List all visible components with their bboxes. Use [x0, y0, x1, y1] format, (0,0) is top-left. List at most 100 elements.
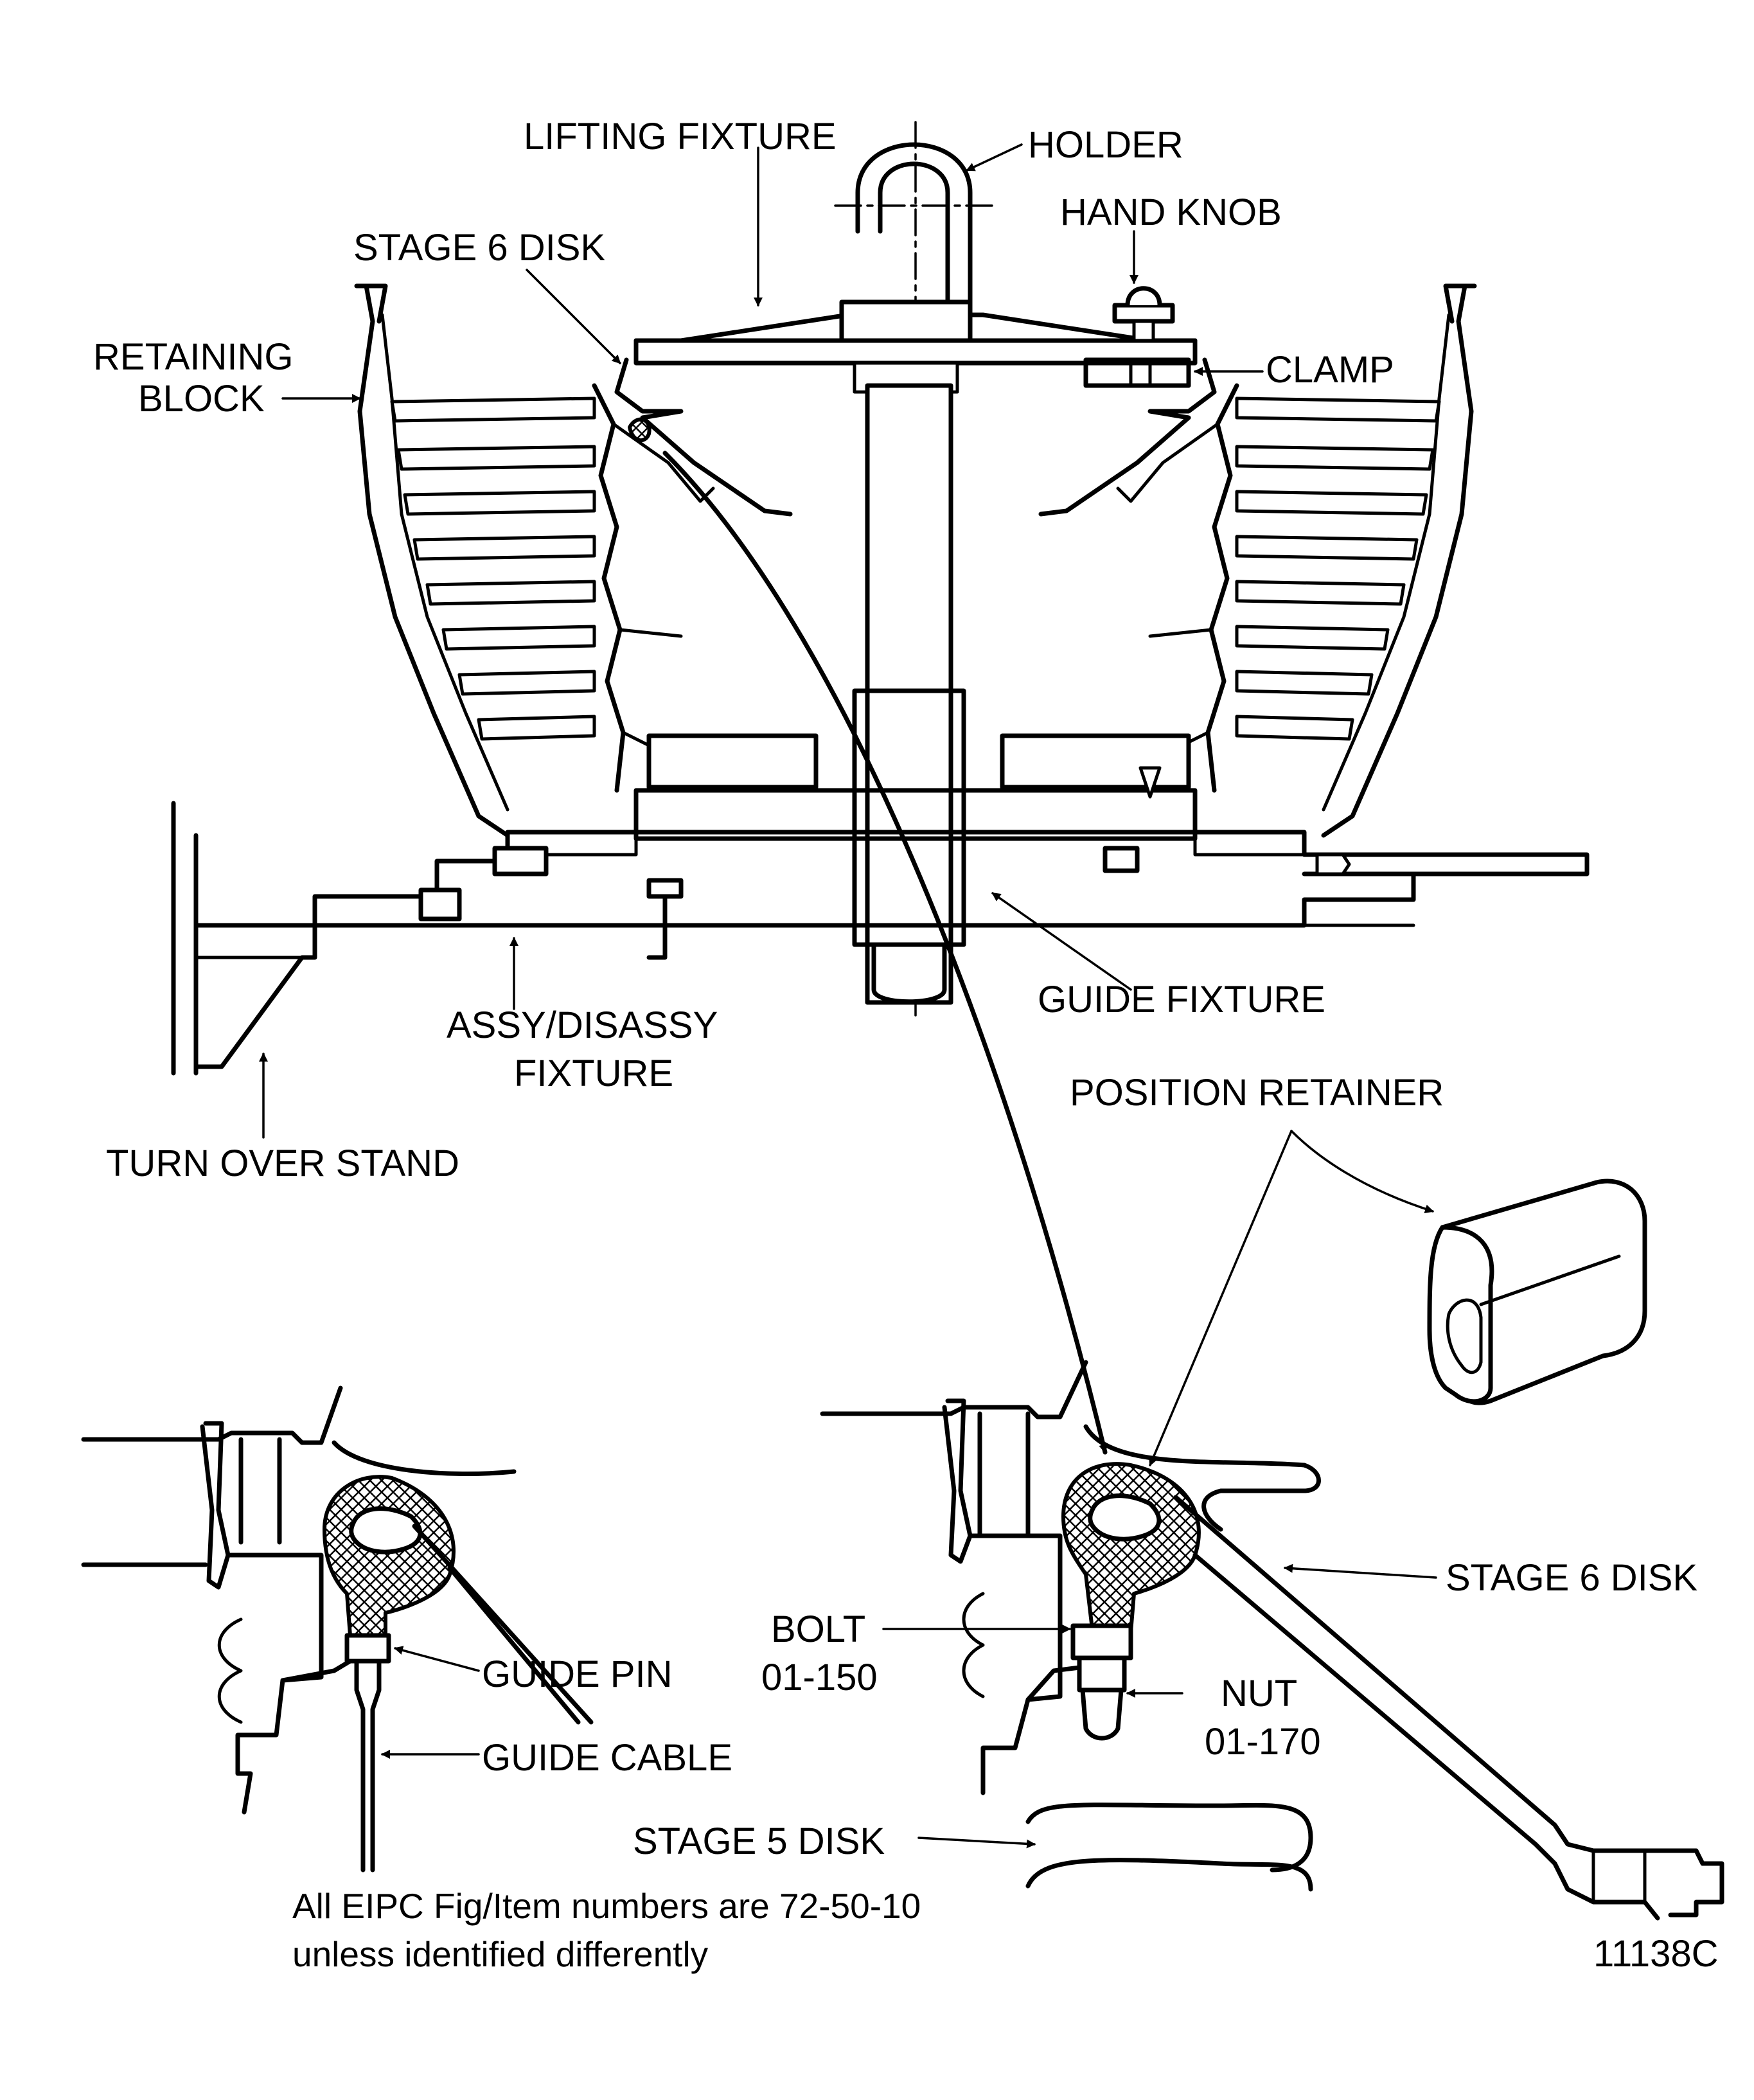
- ld-left-flange: [200, 1421, 231, 1590]
- guide-fixture-sleeve: [852, 688, 966, 947]
- right-disk-webs: [1116, 422, 1219, 747]
- label-position-retainer: POSITION RETAINER: [1070, 1072, 1444, 1114]
- ld-bracket: [280, 1659, 353, 1683]
- fixture-bolt-point: [1138, 766, 1162, 799]
- ld-upper-curve: [332, 1440, 517, 1477]
- right-stage6-web: [1038, 357, 1217, 517]
- lifting-fixture-hub: [839, 299, 973, 343]
- label-nut-1: NUT: [1221, 1673, 1297, 1714]
- figure-id: 11138C: [1593, 1933, 1719, 1975]
- label-turn-over-stand: TURN OVER STAND: [106, 1143, 459, 1184]
- fixture-base-plate: [312, 830, 1590, 928]
- rd-left-flange: [942, 1398, 973, 1564]
- right-case-inner: [1322, 313, 1451, 812]
- right-blade-stack: [1038, 283, 1477, 838]
- left-case-lip: [354, 283, 388, 324]
- rd-stage6-web-steps: [1591, 1849, 1647, 1904]
- leader-position-retainer-part: [1290, 1130, 1434, 1214]
- hand-knob-top: [1112, 303, 1175, 324]
- retainer-block-hole: [1446, 1298, 1483, 1375]
- left-position-retainer: [628, 417, 651, 443]
- leader-holder: [966, 143, 1023, 172]
- leader-guide-fixture: [991, 892, 1132, 991]
- ld-guide-pin-head: [344, 1633, 391, 1664]
- label-retaining-block-1: RETAINING: [93, 336, 294, 378]
- rd-stage6-web: [1173, 1495, 1724, 1918]
- ld-bolt-channel: [238, 1437, 282, 1545]
- label-assy-2: FIXTURE: [514, 1053, 673, 1094]
- label-nut-2: 01-170: [1205, 1721, 1321, 1763]
- rd-upper-curve: [1083, 1424, 1321, 1532]
- retainer-block-face: [1427, 1225, 1494, 1404]
- retainer-edge-line: [1479, 1254, 1621, 1306]
- central-shaft: [865, 383, 953, 1005]
- rd-position-retainer: [1061, 1462, 1201, 1634]
- assy-disassy-fixture: [312, 733, 1590, 960]
- leader-guide-pin: [394, 1646, 480, 1672]
- rd-bolt-head: [1070, 1623, 1133, 1660]
- hand-knob-stem: [1132, 319, 1155, 343]
- fixture-pin-stem: [646, 894, 668, 960]
- left-blades: [390, 396, 596, 741]
- label-bolt-1: BOLT: [771, 1608, 865, 1650]
- rd-nut-lower: [1080, 1687, 1124, 1741]
- fixture-pin-head: [646, 878, 684, 899]
- label-retaining-block-2: BLOCK: [138, 378, 265, 420]
- clamp-bolts: [1129, 358, 1152, 387]
- rd-bolt-channel: [977, 1411, 1031, 1538]
- left-stage6-web: [614, 357, 793, 517]
- hand-knob-dome: [1125, 286, 1162, 308]
- label-lifting-fixture: LIFTING FIXTURE: [524, 116, 837, 157]
- left-blade-stack: [354, 283, 793, 838]
- label-guide-fixture: GUIDE FIXTURE: [1038, 979, 1325, 1020]
- left-case-outer: [357, 283, 510, 838]
- label-stage6-disk-top: STAGE 6 DISK: [353, 227, 605, 269]
- leader-lines: [259, 143, 1437, 1849]
- leader-stage6-detail: [1284, 1563, 1437, 1579]
- label-clamp: CLAMP: [1266, 349, 1394, 391]
- rd-retainer-hole: [1088, 1493, 1162, 1542]
- right-blades: [1235, 396, 1441, 741]
- ld-upper-contour: [81, 1385, 343, 1445]
- leader-position-retainer-detail: [1149, 1130, 1293, 1466]
- rd-lower-waves: [962, 1592, 985, 1698]
- rd-lower-contour: [968, 1533, 1063, 1795]
- leader-stage6-top: [526, 269, 621, 364]
- note-line-1: All EIPC Fig/Item numbers are 72-50-10: [292, 1886, 921, 1926]
- stand-bracket: [193, 923, 317, 1069]
- fixture-right-tip: [1315, 853, 1351, 876]
- rd-stage5-disk-bottom: [1025, 1858, 1313, 1892]
- label-hand-knob: HAND KNOB: [1060, 191, 1282, 233]
- shaft-bottom: [871, 942, 947, 1004]
- right-case-outer: [1321, 283, 1474, 838]
- note-line-2: unless identified differently: [292, 1934, 709, 1974]
- label-stage5-disk: STAGE 5 DISK: [633, 1820, 885, 1862]
- fixture-main-plate: [633, 788, 1198, 841]
- turn-over-stand: [171, 801, 317, 1076]
- fixture-lock-block: [492, 846, 549, 876]
- label-holder: HOLDER: [1028, 124, 1183, 166]
- ld-lower-contour: [226, 1553, 324, 1815]
- label-guide-cable: GUIDE CABLE: [482, 1737, 732, 1779]
- right-detail-view: [820, 1360, 1724, 1921]
- fixture-small-block: [418, 887, 462, 921]
- rd-nut-upper: [1077, 1655, 1127, 1693]
- detail-callout-curve: [662, 450, 1108, 1455]
- clamp-body: [1083, 357, 1191, 388]
- labels: LIFTING FIXTURE HOLDER HAND KNOB STAGE 6…: [93, 116, 1719, 1975]
- label-stage6-disk-detail: STAGE 6 DISK: [1446, 1557, 1697, 1599]
- right-disk-rims: [1205, 383, 1239, 793]
- ld-retainer-hole: [349, 1506, 423, 1554]
- rd-upper-contour: [820, 1360, 1088, 1419]
- left-detail-view: [81, 1385, 594, 1873]
- fixture-step-lines: [506, 837, 1306, 857]
- leader-stage5-disk: [917, 1837, 1036, 1849]
- left-disk-webs: [612, 422, 715, 747]
- fixture-upper-left-block: [646, 733, 819, 790]
- ld-stage6-web: [412, 1524, 594, 1725]
- ld-lower-waves: [217, 1617, 243, 1724]
- left-case-inner: [380, 313, 509, 812]
- holder-hook: [855, 142, 973, 337]
